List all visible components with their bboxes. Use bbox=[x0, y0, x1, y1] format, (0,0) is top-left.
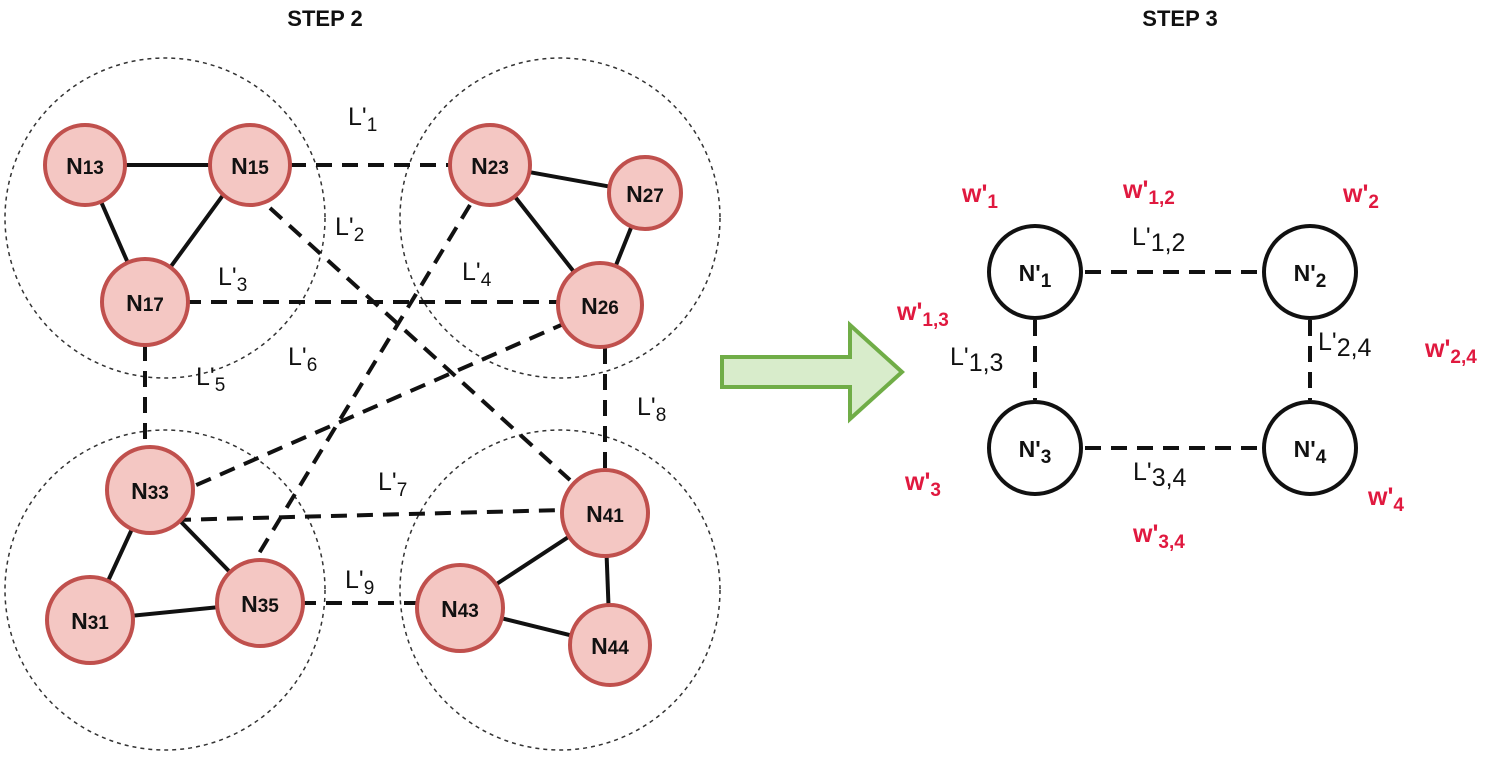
svg-text:N'2: N'2 bbox=[1294, 260, 1327, 292]
node-n33: N33 bbox=[105, 445, 195, 535]
label-l34: L'3,4 bbox=[1133, 458, 1187, 492]
weight-w3: w'3 bbox=[904, 468, 941, 501]
node-n4: N'4 bbox=[1262, 400, 1358, 496]
svg-text:N44: N44 bbox=[591, 633, 629, 659]
node-n1: N'1 bbox=[987, 224, 1083, 320]
cluster-4 bbox=[399, 429, 721, 751]
node-n35: N35 bbox=[215, 558, 305, 648]
node-n3: N'3 bbox=[987, 400, 1083, 496]
svg-text:N'4: N'4 bbox=[1294, 436, 1327, 468]
label-l9: L'9 bbox=[345, 566, 374, 599]
weight-w13: w'1,3 bbox=[896, 298, 949, 331]
label-l12: L'1,2 bbox=[1132, 223, 1185, 257]
cluster-3 bbox=[4, 429, 326, 751]
node-n44: N44 bbox=[568, 603, 652, 687]
svg-text:N41: N41 bbox=[586, 501, 624, 527]
svg-text:N33: N33 bbox=[131, 478, 169, 504]
svg-text:N35: N35 bbox=[241, 591, 279, 617]
node-n17: N17 bbox=[100, 257, 190, 347]
label-l24: L'2,4 bbox=[1318, 328, 1372, 362]
label-l13: L'1,3 bbox=[950, 343, 1003, 377]
weight-w4: w'4 bbox=[1367, 483, 1404, 516]
node-n26: N26 bbox=[556, 261, 644, 349]
svg-text:N13: N13 bbox=[66, 153, 104, 179]
weight-w12: w'1,2 bbox=[1122, 176, 1175, 209]
weight-w24: w'2,4 bbox=[1424, 335, 1477, 368]
label-l2: L'2 bbox=[335, 213, 364, 246]
edge-l7 bbox=[174, 508, 566, 522]
svg-text:N23: N23 bbox=[471, 153, 509, 179]
svg-text:N'3: N'3 bbox=[1019, 436, 1052, 468]
svg-text:N43: N43 bbox=[441, 596, 479, 622]
node-n31: N31 bbox=[45, 575, 135, 665]
weight-w2: w'2 bbox=[1342, 180, 1379, 213]
label-l3: L'3 bbox=[218, 263, 247, 296]
step3-title: STEP 3 bbox=[1142, 6, 1217, 31]
node-n41: N41 bbox=[560, 468, 650, 558]
label-l8: L'8 bbox=[637, 393, 666, 426]
edge-l6 bbox=[184, 320, 569, 492]
intra-cluster-edges bbox=[83, 163, 647, 647]
label-l7: L'7 bbox=[378, 468, 407, 501]
weight-w34: w'3,4 bbox=[1132, 520, 1185, 553]
svg-text:N26: N26 bbox=[581, 293, 619, 319]
svg-text:N15: N15 bbox=[231, 153, 269, 179]
node-n13: N13 bbox=[43, 123, 127, 207]
step3-edges bbox=[1033, 270, 1312, 450]
right-arrow-icon bbox=[720, 320, 905, 424]
svg-text:N27: N27 bbox=[626, 181, 664, 207]
node-n27: N27 bbox=[607, 155, 683, 231]
inter-cluster-edges bbox=[143, 163, 607, 605]
svg-text:N17: N17 bbox=[126, 290, 164, 316]
label-l4: L'4 bbox=[462, 258, 492, 291]
label-l6: L'6 bbox=[288, 343, 317, 376]
edge-l4 bbox=[253, 203, 472, 562]
label-l5: L'5 bbox=[196, 363, 225, 396]
node-n2: N'2 bbox=[1262, 224, 1358, 320]
edge-l2 bbox=[268, 206, 572, 482]
cluster-1 bbox=[4, 57, 326, 379]
node-n15: N15 bbox=[208, 123, 292, 207]
svg-text:N31: N31 bbox=[71, 608, 109, 634]
step2-title: STEP 2 bbox=[287, 6, 362, 31]
label-l1: L'1 bbox=[348, 103, 377, 136]
cluster-2 bbox=[399, 57, 721, 379]
node-n23: N23 bbox=[448, 123, 532, 207]
weight-w1: w'1 bbox=[961, 180, 998, 213]
svg-text:N'1: N'1 bbox=[1019, 260, 1052, 292]
node-n43: N43 bbox=[415, 563, 505, 653]
